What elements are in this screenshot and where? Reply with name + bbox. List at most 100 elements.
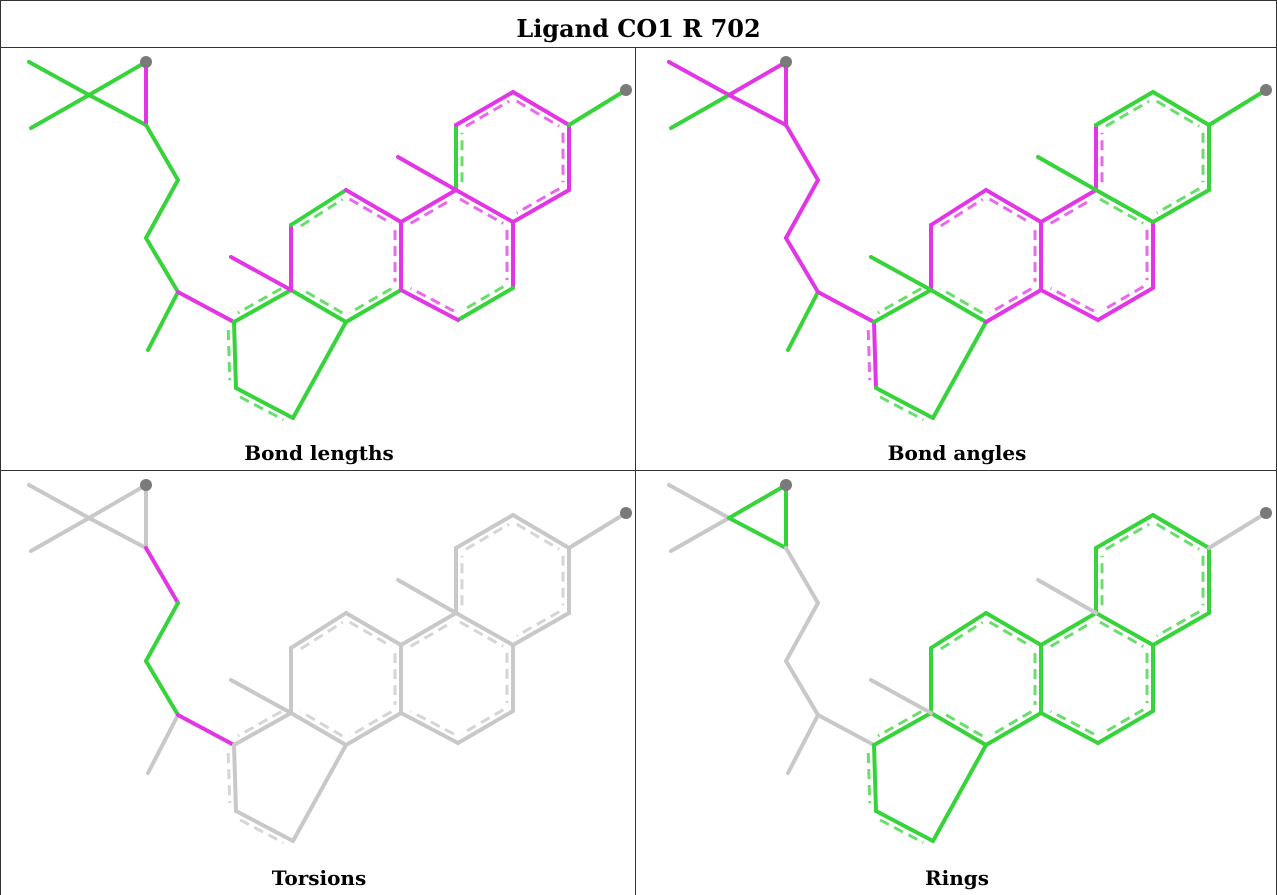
panel-rings-molecule (667, 479, 1272, 845)
bond-r5-m2 (229, 678, 293, 715)
title-divider (0, 47, 1277, 48)
atom-marker-e1 (620, 84, 632, 96)
bond-dash-h1-h2 (465, 522, 510, 551)
atom-marker-a4 (140, 479, 152, 491)
bond-dash-r2-r3 (239, 395, 285, 422)
bond-a2-a4 (87, 60, 148, 97)
bond-dash-s2-s3 (988, 197, 1033, 225)
atom-marker-a4 (780, 56, 792, 68)
bond-dash-s1-s2 (300, 197, 344, 228)
bond-a3-a2 (669, 93, 731, 130)
bond-h4-t2 (511, 188, 571, 224)
bond-dash-t4-s4 (409, 709, 455, 736)
bond-dash-h2-h3 (515, 99, 560, 128)
bond-t1-m1 (1036, 578, 1098, 615)
bond-r4-r5 (929, 711, 988, 747)
bond-dash-h1-h2 (465, 99, 510, 128)
bond-dash-t4-s4 (1049, 709, 1095, 736)
bond-s4-r4 (984, 711, 1043, 747)
bond-r5-m2 (869, 678, 933, 715)
bond-r1-r2 (872, 743, 878, 813)
atom-marker-e1 (1260, 507, 1272, 519)
bond-dash-r5-r1 (237, 710, 282, 738)
bond-dash-r4-r5 (939, 710, 984, 738)
bond-t4-s4 (399, 288, 460, 322)
bond-s4-r4 (984, 288, 1043, 324)
bond-a3-a2 (29, 93, 91, 130)
bond-a8-a9 (786, 290, 820, 352)
bond-t3-t4 (456, 709, 515, 745)
bond-dash-t1-t2 (1099, 197, 1144, 225)
bond-dash-r4-r5 (939, 287, 984, 315)
bond-dash-r1-r2 (866, 330, 872, 381)
bond-s1-s2 (289, 611, 348, 650)
bond-a7-a8 (784, 236, 820, 294)
bond-h3-e1 (567, 511, 628, 550)
bond-t4-s4 (1039, 711, 1100, 745)
bond-a2-a5 (87, 516, 148, 550)
bond-dash-r2-r3 (879, 395, 925, 422)
bond-h2-h3 (1151, 90, 1211, 127)
bond-dash-t3-t4 (460, 285, 505, 313)
bond-r3-r4 (291, 320, 348, 420)
bond-dash-h2-h3 (515, 522, 560, 551)
bond-dash-t3-t4 (1100, 285, 1145, 313)
bond-dash-h4-t2 (515, 187, 561, 215)
bond-h3-e1 (1207, 511, 1268, 550)
bond-dash-t1-t2 (1099, 620, 1144, 648)
bond-dash-s3-t1 (409, 620, 454, 648)
bond-dash-t1-t2 (459, 197, 504, 225)
bond-s1-s2 (929, 188, 988, 227)
bond-r5-m2 (869, 255, 933, 292)
bond-dash-s1-s2 (940, 620, 984, 651)
bond-a6-a7 (144, 178, 180, 240)
caption-torsions: Torsions (271, 866, 367, 890)
bond-r1-r2 (232, 743, 238, 813)
bond-dash-s3-t1 (409, 197, 454, 225)
bond-s4-r4 (344, 288, 403, 324)
bond-a2-a5 (727, 516, 788, 550)
bond-dash-t3-t4 (1100, 708, 1145, 736)
bond-h1-h2 (1094, 513, 1155, 550)
bond-a8-r1 (176, 290, 236, 324)
caption-rings: Rings (924, 866, 989, 890)
bond-s2-s3 (344, 188, 403, 224)
bond-dash-h4-t2 (1155, 187, 1201, 215)
panel-bond-angles-molecule (667, 56, 1272, 422)
atom-marker-a4 (780, 479, 792, 491)
bond-dash-s3-t1 (1049, 197, 1094, 225)
bond-a6-a7 (784, 601, 820, 663)
bond-s3-t1 (399, 611, 458, 647)
bond-t1-m1 (396, 155, 458, 192)
bond-a8-a9 (786, 713, 820, 775)
caption-bond-lengths: Bond lengths (244, 441, 394, 465)
bond-a2-a4 (727, 60, 788, 97)
bond-t3-t4 (1096, 709, 1155, 745)
bond-a5-a6 (144, 546, 180, 605)
bond-h2-h3 (511, 90, 571, 127)
bond-a2-a4 (87, 483, 148, 520)
bond-dash-h2-h3 (1155, 522, 1200, 551)
bond-a8-r1 (816, 290, 876, 324)
bond-dash-r2-r3 (239, 818, 285, 845)
bond-r5-r1 (232, 711, 293, 747)
bond-a8-a9 (146, 713, 180, 775)
bond-a6-a7 (144, 601, 180, 663)
bond-r2-r3 (874, 809, 935, 843)
bond-h1-h2 (1094, 90, 1155, 127)
bond-a7-a8 (144, 236, 180, 294)
bond-dash-r5-r1 (877, 710, 922, 738)
bond-a8-a9 (146, 290, 180, 352)
bond-dash-r2-r3 (879, 818, 925, 845)
bond-a3-a2 (669, 516, 731, 553)
column-divider (635, 47, 636, 895)
bond-r2-r3 (874, 386, 935, 420)
bond-h4-t2 (1151, 611, 1211, 647)
bond-t1-m1 (396, 578, 458, 615)
bond-s2-s3 (984, 188, 1043, 224)
bond-a1-a2 (27, 483, 91, 520)
bond-dash-h1-h2 (1105, 522, 1150, 551)
bond-dash-s1-s2 (940, 197, 984, 228)
bond-t3-t4 (456, 286, 515, 322)
